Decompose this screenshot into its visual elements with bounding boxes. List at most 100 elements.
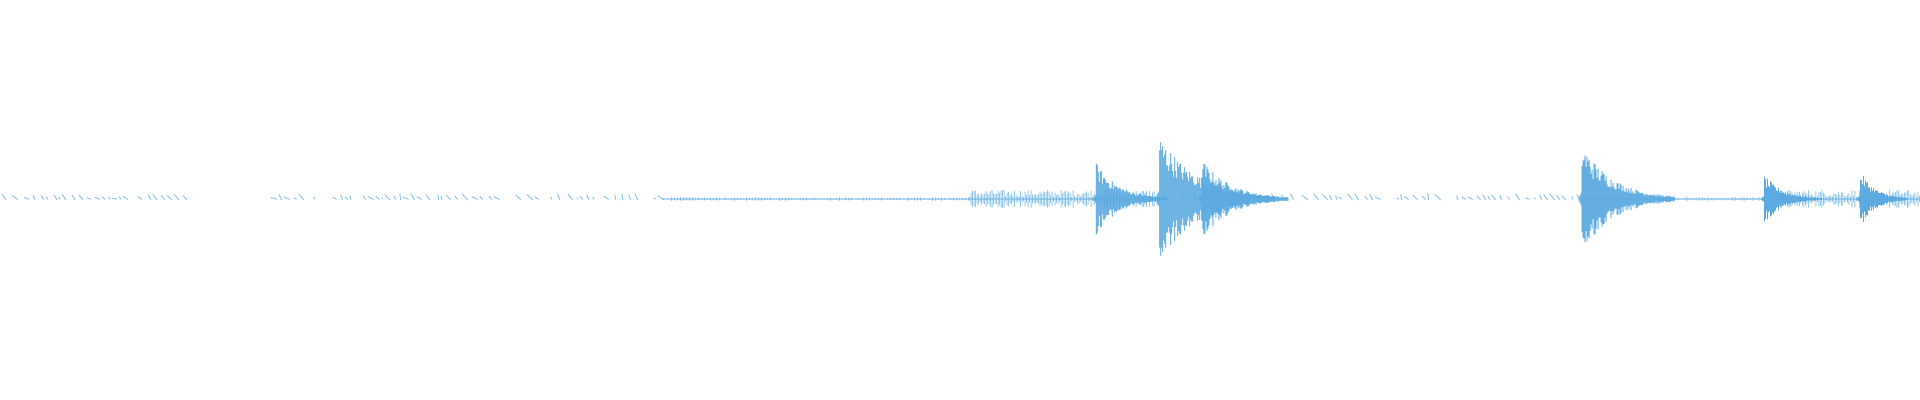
waveform-sample [634,193,639,201]
waveform-sample [344,196,349,200]
waveform-sample [1461,196,1466,200]
waveform-sample [61,194,67,201]
waveform-sample [628,194,632,201]
waveform-sample [1467,196,1473,200]
waveform-sample [362,195,367,200]
waveform-sample [71,194,76,201]
waveform-sample [1347,193,1354,201]
waveform-sample [11,194,19,201]
waveform-sample [1533,197,1536,200]
waveform-sample [270,197,277,200]
waveform-sample [399,193,402,201]
waveform-sample [579,195,584,200]
waveform-sample [1491,194,1497,201]
waveform-sample [410,193,416,201]
waveform-sample [23,196,30,200]
waveform-sample [1482,194,1487,201]
waveform-sample [1487,195,1491,200]
waveform-sample [53,194,58,201]
waveform-sample [166,195,173,201]
waveform-sample [1335,195,1338,200]
waveform-sample [58,196,61,200]
waveform-sample [118,196,122,200]
waveform-sample [1571,196,1574,200]
waveform-sample [603,195,610,201]
waveform-sample [614,195,617,200]
waveform-sample [283,196,290,200]
waveform-sample [1412,194,1419,201]
waveform-sample [1434,193,1442,201]
waveform-sample [173,193,180,201]
waveform-sample [78,194,84,201]
waveform-sample [1322,194,1329,201]
waveform-sample [461,193,469,201]
waveform-sample [1301,194,1308,201]
waveform-sample [1,193,7,201]
waveform-sample [1338,196,1342,200]
waveform-sample [332,196,338,200]
waveform-sample [1421,195,1427,201]
waveform-sample [425,194,431,201]
waveform-sample [381,197,384,200]
waveform-sample [479,195,484,200]
waveform-sample [293,197,297,200]
waveform-sample [340,194,344,201]
waveform-sample [101,196,106,200]
waveform-sample [278,193,283,201]
waveform-sample [108,196,111,200]
waveform-sample [445,194,452,201]
waveform-sample [393,195,397,200]
waveform-sample [349,195,352,200]
waveform-sample [1369,193,1374,201]
waveform-sample [45,196,49,200]
waveform-sample [40,194,45,201]
waveform-sample [592,196,595,200]
waveform-sample [111,197,118,200]
waveform-sample [160,195,166,201]
waveform-sample [313,196,316,200]
waveform-sample [1329,195,1333,200]
waveform-sample [1549,193,1556,201]
waveform-sample [152,194,158,201]
waveform-sample [122,195,129,200]
waveform-sample [557,193,561,201]
waveform-sample [550,196,553,200]
waveform-sample [1364,195,1369,200]
waveform-sample [1427,193,1430,201]
waveform-sample [534,196,540,200]
waveform-sample [367,195,375,200]
waveform-sample [621,193,624,201]
waveform-sample [567,193,574,201]
waveform-sample [1476,195,1482,200]
waveform-sample [137,196,143,200]
waveform-sample [1374,196,1381,200]
waveform-sample [493,196,501,200]
waveform-sample [1313,193,1320,201]
waveform-sample [440,195,443,200]
waveform-sample [86,197,92,200]
waveform-sample [1515,193,1521,201]
waveform-sample [653,197,657,200]
waveform-sample [32,194,36,200]
waveform-sample [1354,193,1360,201]
waveform-sample [1456,195,1459,200]
waveform-sample [526,194,534,201]
waveform-sample [94,196,101,200]
waveform-sample [586,194,590,200]
waveform-sample [298,193,305,201]
waveform-sample [1525,197,1530,200]
waveform-sample [576,197,579,200]
waveform-sample [384,194,391,201]
waveform-sample [1539,194,1543,201]
waveform-sample [1400,194,1403,201]
waveform-sample [375,195,381,200]
waveform-sample [416,196,423,200]
waveform-sample [488,195,493,200]
waveform-sample [1290,193,1295,201]
waveform-sample [437,194,440,201]
waveform-sample [1507,196,1511,200]
waveform-sample [454,195,459,200]
waveform-sample [515,194,522,201]
